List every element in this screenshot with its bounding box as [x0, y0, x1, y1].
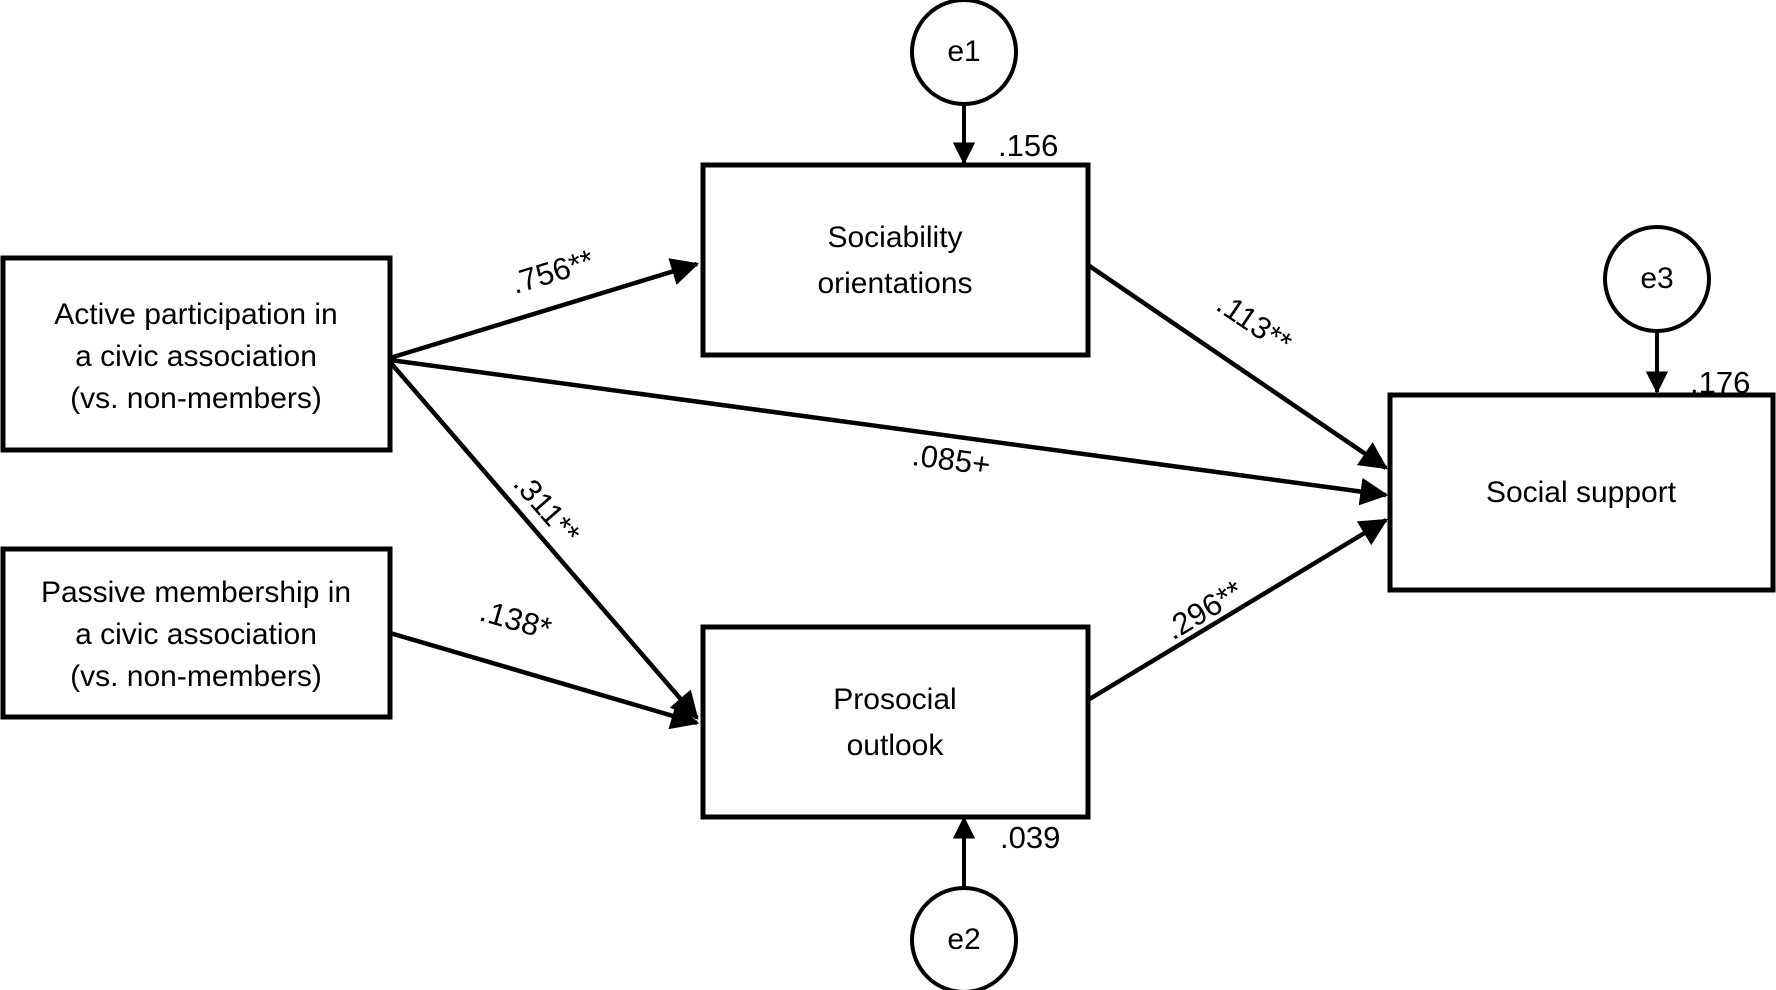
- path-active-to-support: [389, 357, 1389, 506]
- node-prosocial-outlook-line-2: outlook: [847, 729, 945, 762]
- path-active-to-prosocial: [388, 360, 699, 720]
- node-error-e3: [1603, 225, 1711, 333]
- node-error-e2-label: e2: [947, 923, 980, 956]
- node-social-support-line-1: Social support: [1486, 476, 1677, 509]
- node-passive-membership: [0, 546, 393, 720]
- node-active-participation-line-3: (vs. non-members): [70, 382, 322, 415]
- node-social-support: [1387, 392, 1776, 593]
- path-prosocial-to-support: [1086, 518, 1388, 702]
- node-sociability-orientations: [700, 162, 1091, 358]
- path-sociability-to-support: [1086, 263, 1388, 470]
- node-error-e1-label: e1: [947, 35, 980, 68]
- path-active-to-sociability: [389, 258, 700, 361]
- label-prosocial-to-support: .296**: [1159, 573, 1249, 647]
- node-active-participation-line-2: a civic association: [75, 340, 317, 373]
- node-active-participation-line-1: Active participation in: [54, 298, 337, 331]
- node-prosocial-outlook: [700, 624, 1091, 820]
- node-active-participation: [0, 255, 393, 453]
- node-sociability-orientations-line-1: Sociability: [827, 221, 962, 254]
- node-error-e2: [910, 886, 1018, 990]
- label-active-to-sociability: .756**: [507, 243, 598, 301]
- label-error-variance-e2: .039: [1000, 820, 1060, 855]
- node-prosocial-outlook-line-1: Prosocial: [833, 683, 956, 716]
- node-passive-membership-line-3: (vs. non-members): [70, 660, 322, 693]
- node-error-e1: [910, 0, 1018, 106]
- node-passive-membership-line-1: Passive membership in: [41, 576, 351, 609]
- node-error-e3-label: e3: [1640, 262, 1673, 295]
- label-error-variance-e3: .176: [1690, 365, 1750, 400]
- label-sociability-to-support: .113**: [1210, 286, 1298, 361]
- node-passive-membership-line-2: a civic association: [75, 618, 317, 651]
- label-passive-to-prosocial: .138*: [476, 593, 555, 647]
- label-error-variance-e1: .156: [998, 128, 1058, 163]
- node-sociability-orientations-line-2: orientations: [817, 267, 972, 300]
- path-passive-to-prosocial: [389, 630, 700, 730]
- label-active-to-support: .085+: [910, 437, 992, 482]
